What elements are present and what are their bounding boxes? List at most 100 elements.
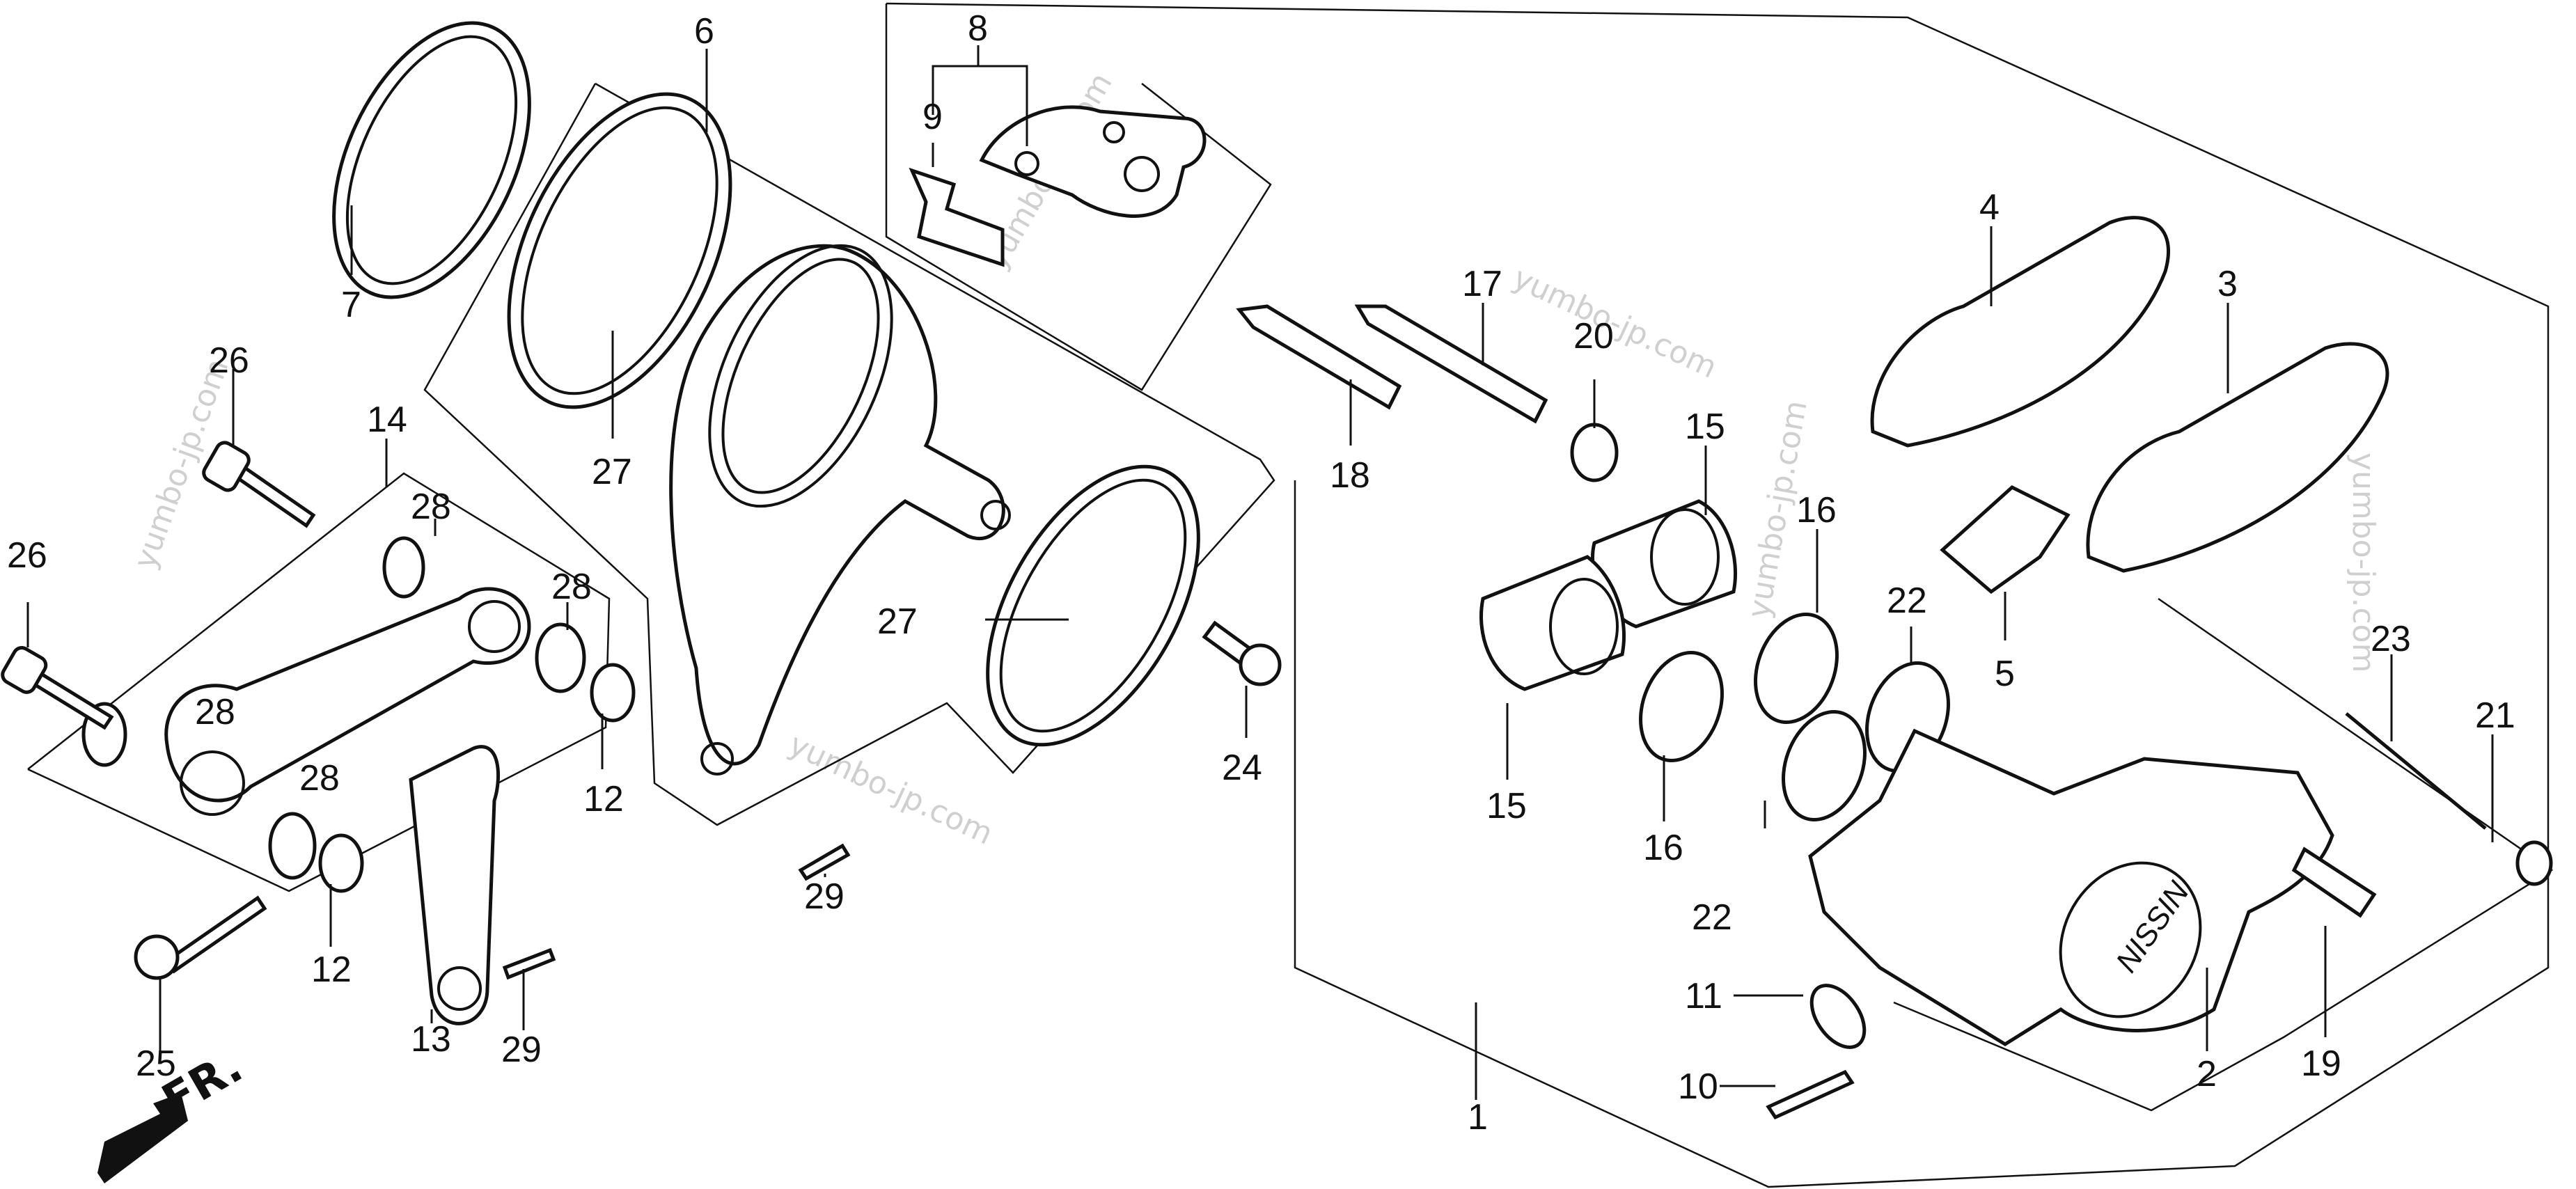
callout-29[interactable]: 29 xyxy=(804,876,845,917)
part-6-bracket-bore-inner xyxy=(721,258,880,494)
watermark: yumbo-jp.com xyxy=(2346,452,2381,672)
callout-26[interactable]: 26 xyxy=(209,340,249,381)
part-2-caliper-body xyxy=(1808,728,2334,1046)
callout-20[interactable]: 20 xyxy=(1573,316,1614,356)
part-7-seal-inner xyxy=(345,35,518,285)
part-27-seal-upper-inner xyxy=(521,106,718,395)
callout-29[interactable]: 29 xyxy=(501,1030,542,1070)
callout-16[interactable]: 16 xyxy=(1796,490,1837,530)
callout-27[interactable]: 27 xyxy=(592,452,632,492)
part-16-seal xyxy=(1639,651,1724,762)
callout-28[interactable]: 28 xyxy=(411,487,451,527)
part-27-seal-lower xyxy=(986,464,1200,747)
part-11-clip xyxy=(1809,984,1867,1049)
part-26-bolt-head xyxy=(202,441,251,492)
group-outline-6 xyxy=(423,82,1275,826)
callout-26[interactable]: 26 xyxy=(7,535,47,576)
part-22-seal xyxy=(1782,710,1867,821)
part-24-bolt-head xyxy=(1239,643,1282,686)
part-25-bolt-head xyxy=(134,934,180,980)
part-15-piston xyxy=(1479,555,1626,691)
part-13-arm xyxy=(409,745,501,1025)
callout-14[interactable]: 14 xyxy=(367,400,407,440)
callout-22[interactable]: 22 xyxy=(1887,581,1927,621)
callout-13[interactable]: 13 xyxy=(411,1019,451,1060)
part-19-bolt xyxy=(2291,847,2377,918)
callout-3[interactable]: 3 xyxy=(2217,264,2238,304)
callout-1[interactable]: 1 xyxy=(1468,1097,1488,1137)
part-17-pin xyxy=(1354,304,1548,424)
part-27-seal-upper xyxy=(507,92,732,409)
callout-27[interactable]: 27 xyxy=(877,601,918,642)
callout-22[interactable]: 22 xyxy=(1692,897,1732,938)
part-18-pin xyxy=(1236,304,1402,410)
part-12-collar xyxy=(590,663,636,723)
part-29-pin xyxy=(502,947,556,980)
callout-5[interactable]: 5 xyxy=(1995,654,2015,694)
group-outline-14 xyxy=(27,472,611,892)
part-27-seal-lower-inner xyxy=(999,478,1187,733)
part-7-seal xyxy=(332,21,531,299)
callout-15[interactable]: 15 xyxy=(1486,786,1527,826)
callout-2[interactable]: 2 xyxy=(2197,1054,2217,1094)
group-outline-1 xyxy=(886,2,2550,1188)
callout-18[interactable]: 18 xyxy=(1330,455,1370,496)
callout-9[interactable]: 9 xyxy=(922,97,943,137)
part-8-hole xyxy=(1103,121,1125,143)
callout-17[interactable]: 17 xyxy=(1462,264,1502,304)
part-15-piston-face xyxy=(1549,578,1619,675)
callout-15[interactable]: 15 xyxy=(1685,407,1725,447)
callout-12[interactable]: 12 xyxy=(311,950,352,990)
part-9-clip xyxy=(909,167,1005,267)
part-14-link xyxy=(164,587,531,803)
callout-8[interactable]: 8 xyxy=(968,8,988,49)
part-13-arm-eye xyxy=(437,966,482,1011)
part-20-plug xyxy=(1570,423,1619,482)
part-12-collar xyxy=(318,833,364,893)
group-outline-caliper xyxy=(1893,597,2554,1112)
watermark: yumbo-jp.com xyxy=(783,727,998,852)
part-16-seal xyxy=(1754,613,1839,724)
callout-10[interactable]: 10 xyxy=(1678,1066,1718,1107)
callout-4[interactable]: 4 xyxy=(1979,187,2000,228)
part-6-hole xyxy=(980,500,1011,530)
leader-lines xyxy=(26,45,2494,1100)
part-28-bearing xyxy=(535,622,586,693)
callout-28[interactable]: 28 xyxy=(195,692,235,732)
part-14-link-eye xyxy=(468,600,521,653)
part-8-hole xyxy=(1124,156,1160,192)
part-21-plug xyxy=(2515,840,2553,886)
part-4-pad xyxy=(1870,216,2170,448)
front-arrow-icon xyxy=(97,1093,188,1183)
callout-28[interactable]: 28 xyxy=(299,758,340,798)
group-outline-8 xyxy=(885,3,1272,391)
callout-19[interactable]: 19 xyxy=(2301,1044,2341,1084)
callout-16[interactable]: 16 xyxy=(1643,828,1683,868)
part-25-bolt xyxy=(164,895,267,974)
part-14-link-eye xyxy=(180,750,245,816)
part-28-bearing xyxy=(382,536,425,599)
part-8-hole xyxy=(1014,151,1039,176)
part-10-screw xyxy=(1766,1069,1855,1120)
part-6-bracket xyxy=(669,244,1005,766)
watermark: yumbo-jp.com xyxy=(1507,260,1722,386)
part-23-pin xyxy=(2345,712,2487,830)
part-3-pad xyxy=(2086,342,2389,573)
callout-21[interactable]: 21 xyxy=(2475,695,2515,736)
callout-24[interactable]: 24 xyxy=(1222,748,1262,788)
callout-7[interactable]: 7 xyxy=(341,285,361,325)
callout-25[interactable]: 25 xyxy=(136,1044,176,1084)
part-6-hole xyxy=(700,742,734,775)
part-28-bearing xyxy=(268,812,317,880)
callout-28[interactable]: 28 xyxy=(551,567,592,607)
part-15-piston-face xyxy=(1650,508,1720,606)
callout-12[interactable]: 12 xyxy=(583,779,624,819)
part-5-spring xyxy=(1940,485,2071,594)
callout-11[interactable]: 11 xyxy=(1685,976,1722,1016)
callout-23[interactable]: 23 xyxy=(2371,619,2411,659)
part-2-caliper-cap xyxy=(2059,861,2202,1018)
callout-6[interactable]: 6 xyxy=(694,11,714,52)
part-26-bolt-head xyxy=(1,646,48,694)
part-29-pin xyxy=(798,843,851,881)
